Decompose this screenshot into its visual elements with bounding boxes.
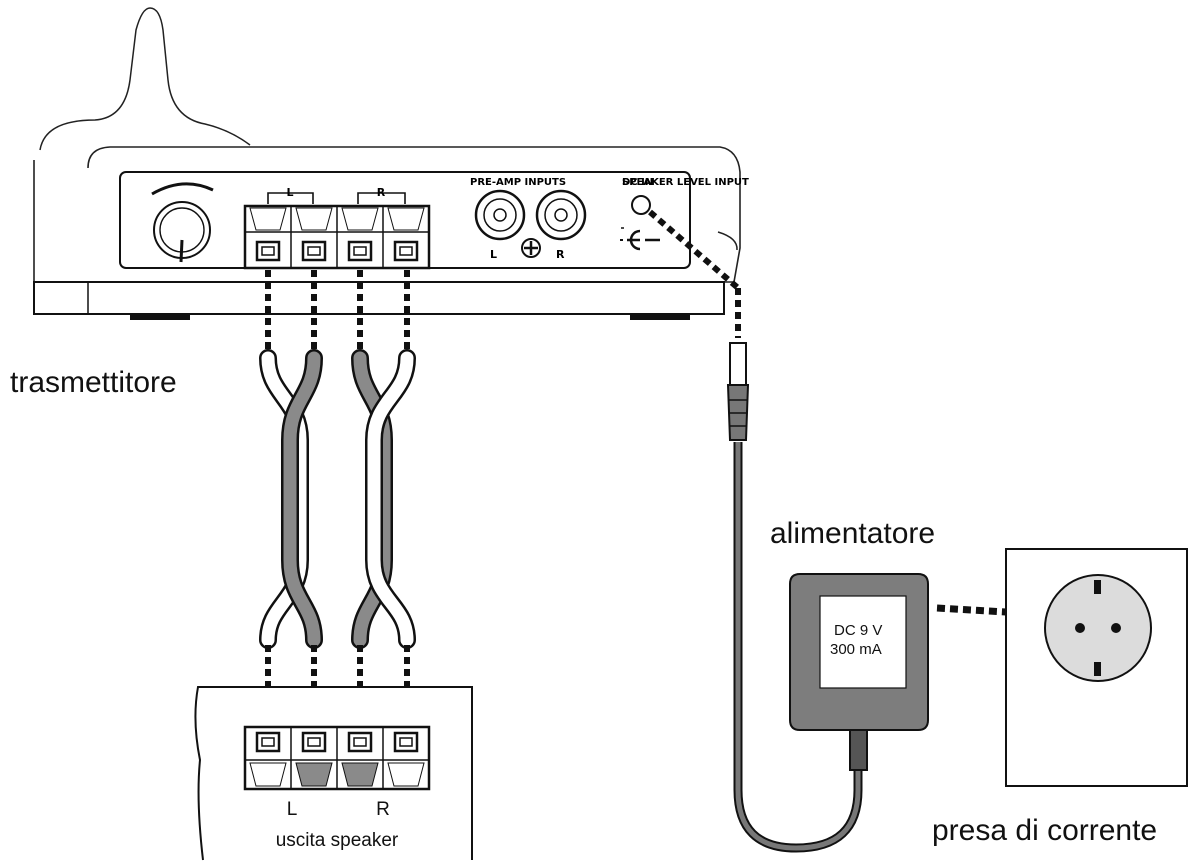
transmitter-base bbox=[33, 281, 725, 315]
speaker-cable-right bbox=[351, 349, 416, 649]
dc-plug bbox=[729, 342, 747, 386]
preamp-rca-inputs: PRE-AMP INPUTS L R bbox=[470, 177, 587, 261]
preamp-inputs-label: PRE-AMP INPUTS bbox=[470, 177, 566, 188]
terminal-right-label: R bbox=[377, 186, 386, 199]
terminal-left-label: L bbox=[286, 186, 293, 199]
power-supply-label: alimentatore bbox=[770, 517, 935, 550]
dotted-connection-outlet bbox=[936, 604, 1059, 619]
outlet-hole-left-icon bbox=[1075, 623, 1085, 633]
speaker-left-label: L bbox=[287, 799, 298, 820]
dc-jack bbox=[620, 195, 660, 251]
dotted-connections-top bbox=[265, 270, 410, 352]
volume-knob bbox=[151, 182, 214, 263]
antenna bbox=[39, 7, 251, 151]
speaker-output-panel: L R uscita speaker bbox=[194, 686, 473, 861]
speaker-level-input-label: SPEAKER LEVEL INPUT bbox=[622, 177, 749, 188]
transmitter-unit: L R PRE-AMP INPUTS bbox=[33, 7, 749, 320]
adapter-voltage: DC 9 V bbox=[834, 622, 882, 639]
speaker-right-label: R bbox=[376, 799, 390, 820]
transmitter-label: trasmettitore bbox=[10, 366, 177, 399]
speaker-output-label: uscita speaker bbox=[276, 830, 399, 851]
transmitter-speaker-terminals: L R bbox=[243, 186, 431, 270]
wall-outlet bbox=[1005, 548, 1188, 787]
rca-right-label: R bbox=[556, 248, 565, 261]
speaker-cable-left bbox=[259, 349, 323, 649]
outlet-hole-right-icon bbox=[1111, 623, 1121, 633]
dc-cable bbox=[648, 209, 868, 853]
dc-in-label: DC IN bbox=[622, 177, 653, 188]
power-supply-adapter: DC 9 V 300 mA bbox=[789, 573, 929, 731]
outlet-label: presa di corrente bbox=[932, 814, 1157, 847]
rca-left-label: L bbox=[490, 248, 497, 261]
adapter-current: 300 mA bbox=[830, 641, 882, 658]
